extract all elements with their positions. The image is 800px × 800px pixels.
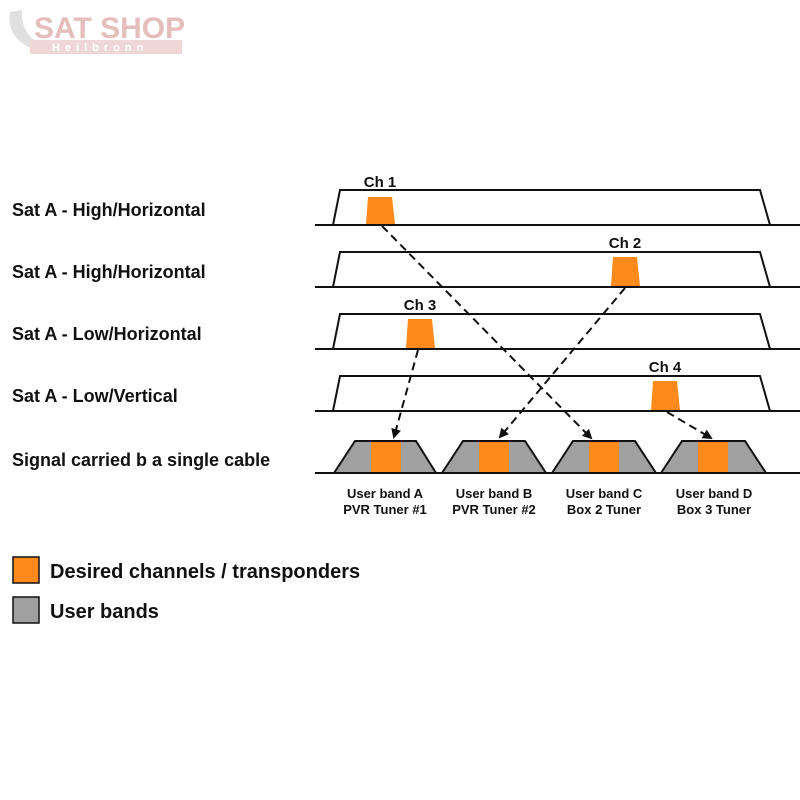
band-d-tuner: Box 3 Tuner [677, 502, 751, 517]
channel-2 [611, 257, 640, 286]
arrow-ch1-to-band-c [381, 225, 593, 440]
channel-1 [366, 197, 395, 224]
spectrum-band-3 [332, 313, 771, 350]
legend-label-user-bands: User bands [50, 601, 159, 623]
spectrum-band-1 [332, 189, 771, 226]
band-a-name: User band A [347, 486, 424, 501]
row-label-2: Sat A - High/Horizontal [12, 262, 206, 282]
spectrum-band-2 [332, 251, 771, 288]
row-label-4: Sat A - Low/Vertical [12, 386, 178, 406]
channel-3-label: Ch 3 [404, 297, 437, 314]
row-label-3: Sat A - Low/Horizontal [12, 324, 202, 344]
user-band-a [332, 440, 438, 474]
band-c-name: User band C [566, 486, 643, 501]
arrow-ch4-to-band-d [666, 411, 713, 440]
legend-label-channels: Desired channels / transponders [50, 561, 360, 583]
channel-3 [406, 319, 435, 348]
legend-swatch-user-bands [12, 596, 40, 624]
arrow-ch3-to-band-a [391, 349, 419, 439]
user-band-d [659, 440, 768, 474]
band-b-tuner: PVR Tuner #2 [452, 502, 536, 517]
logo-subtitle: Heilbronn [52, 42, 148, 54]
logo-title: SAT SHOP [34, 12, 185, 45]
band-b-name: User band B [456, 486, 533, 501]
user-band-b [440, 440, 548, 474]
user-band-c [550, 440, 658, 474]
legend-swatch-channels [12, 556, 40, 584]
spectrum-band-4 [332, 375, 771, 412]
cable-label: Signal carried b a single cable [12, 450, 270, 470]
channel-4 [651, 381, 680, 410]
band-a-tuner: PVR Tuner #1 [343, 502, 427, 517]
row-label-1: Sat A - High/Horizontal [12, 200, 206, 220]
band-c-tuner: Box 2 Tuner [567, 502, 641, 517]
channel-4-label: Ch 4 [649, 359, 682, 376]
channel-2-label: Ch 2 [609, 235, 642, 252]
sat-shop-logo: SAT SHOP Heilbronn [9, 10, 185, 54]
arrow-ch2-to-band-b [498, 287, 626, 439]
logo-subtitle-bar [30, 40, 182, 54]
band-d-name: User band D [676, 486, 753, 501]
satellite-dish-icon [9, 10, 45, 52]
channel-1-label: Ch 1 [364, 174, 397, 191]
